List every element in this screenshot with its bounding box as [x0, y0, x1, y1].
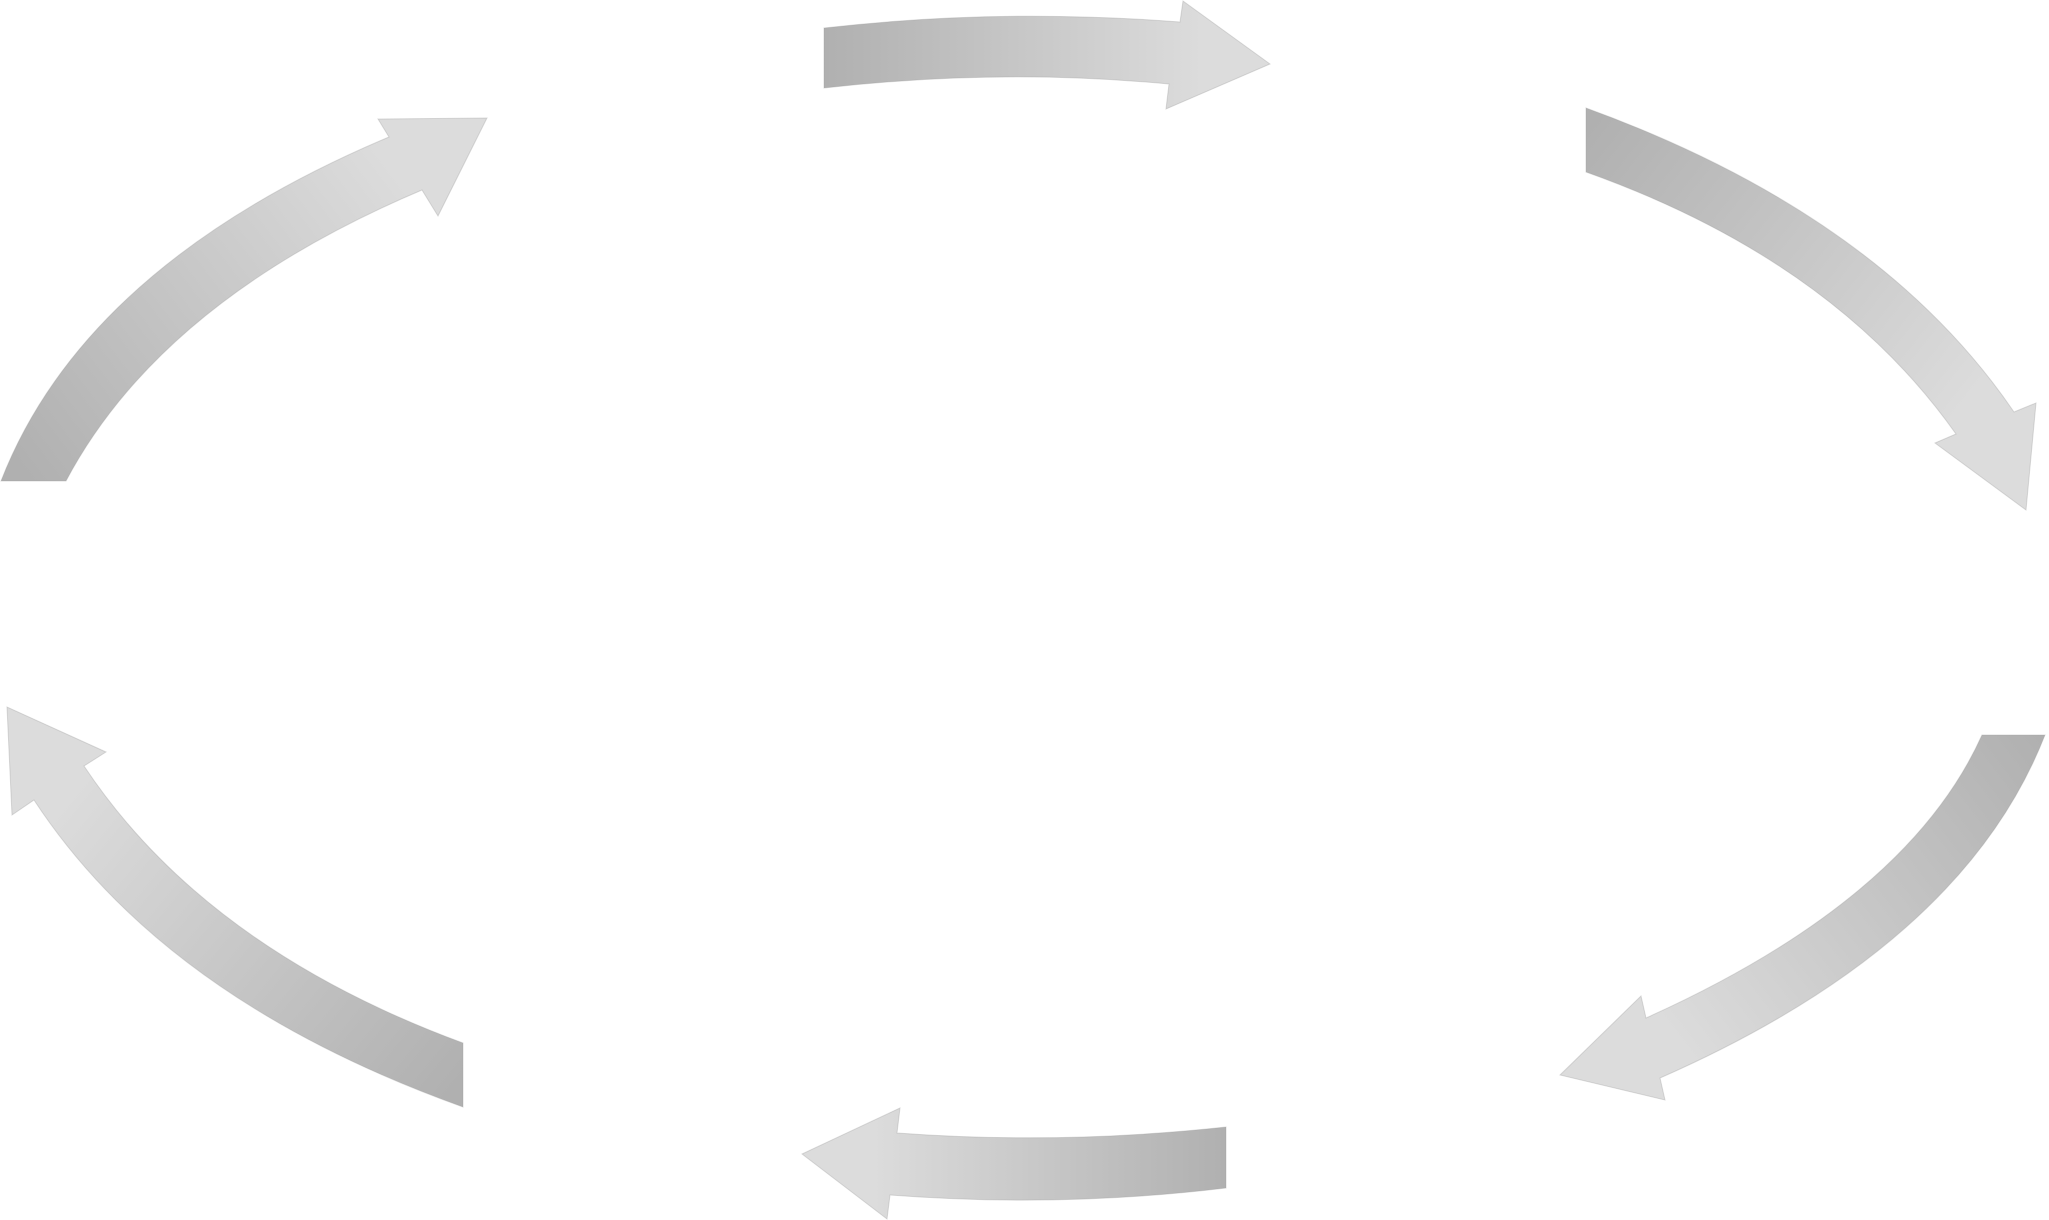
arrow-lower-right [1559, 734, 2046, 1101]
arrow-lower-left [6, 706, 464, 1108]
arrow-upper-left [0, 117, 488, 482]
arrow-top [823, 0, 1272, 110]
arrow-upper-right [1585, 107, 2037, 511]
arrow-bottom [801, 1107, 1227, 1220]
